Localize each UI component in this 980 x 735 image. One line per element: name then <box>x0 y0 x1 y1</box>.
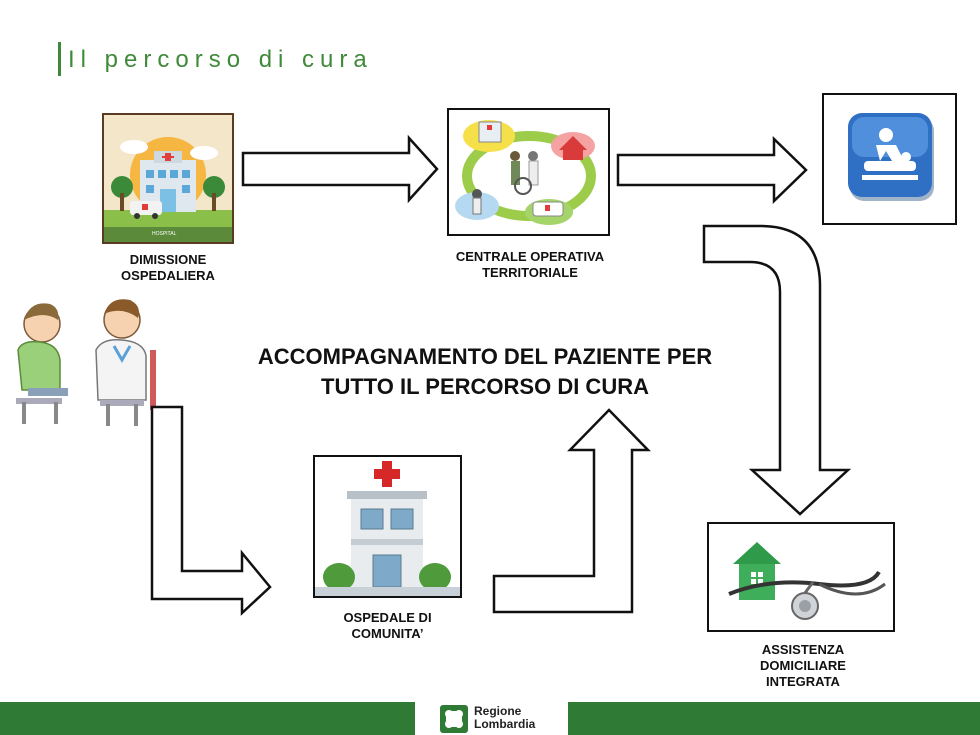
logo-text-line2: Lombardia <box>474 717 536 731</box>
rehabilitation-image <box>822 93 957 225</box>
label-centrale-1: CENTRALE OPERATIVA <box>455 249 605 264</box>
arrow-curve-down <box>702 224 852 516</box>
home-stethoscope-icon <box>728 542 886 620</box>
hospital-sign-text: HOSPITAL <box>152 231 177 237</box>
arrow-right-1 <box>241 134 439 204</box>
doctor-consultation-icon <box>16 299 156 426</box>
care-network-icon <box>455 120 596 225</box>
label-dimissione-1: DIMISSIONE <box>129 252 207 267</box>
community-hospital-image <box>313 455 462 598</box>
footer-bar: Regione Lombardia <box>0 702 980 735</box>
footer-green-right <box>568 702 980 735</box>
label-assistenza-3: INTEGRATA <box>766 674 840 689</box>
label-assistenza-1: ASSISTENZA <box>761 642 845 657</box>
label-dimissione-2: OSPEDALIERA <box>121 268 215 283</box>
hospital-discharge-image: HOSPITAL <box>102 113 234 244</box>
regione-lombardia-logo-icon <box>440 705 468 733</box>
arrow-down-right <box>150 405 272 616</box>
regione-lombardia-logo-text: Regione Lombardia <box>474 705 535 731</box>
title-accent-bar <box>58 42 61 76</box>
label-ospedale-1: OSPEDALE DI <box>343 610 432 625</box>
community-hospital-icon <box>315 461 460 596</box>
arrow-right-2 <box>616 136 808 204</box>
footer-green-left <box>0 702 415 735</box>
label-assistenza-2: DOMICILIARE <box>760 658 846 673</box>
doctor-patient-illustration <box>10 290 160 430</box>
center-headline: ACCOMPAGNAMENTO DEL PAZIENTE PER TUTTO I… <box>210 342 760 402</box>
hospital-building-icon <box>104 137 232 242</box>
home-care-image <box>707 522 895 632</box>
center-headline-line1: ACCOMPAGNAMENTO DEL PAZIENTE PER <box>257 344 713 369</box>
label-centrale-2: TERRITORIALE <box>482 265 578 280</box>
physiotherapy-icon <box>848 113 934 201</box>
center-headline-line2: TUTTO IL PERCORSO DI CURA <box>321 374 649 399</box>
label-ospedale-2: COMUNITA’ <box>351 626 424 641</box>
central-operations-image <box>447 108 610 236</box>
slide-title: Il percorso di cura <box>68 46 373 73</box>
logo-text-line1: Regione <box>474 704 522 718</box>
arrow-right-up <box>492 408 651 614</box>
